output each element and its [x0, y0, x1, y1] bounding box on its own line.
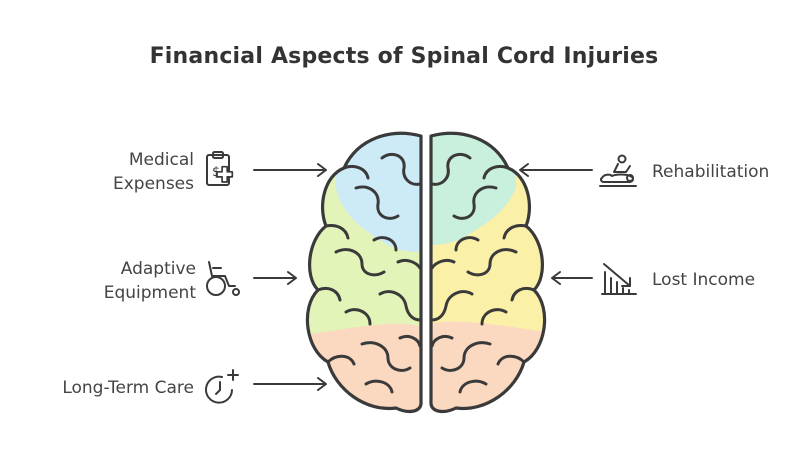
- label-long-term-care-line1: Long-Term Care: [62, 378, 194, 398]
- declining-bar-chart-icon: [601, 263, 637, 295]
- left-hemisphere-regions: [307, 133, 422, 412]
- right-hemisphere-folds: [430, 152, 536, 394]
- arrow-lost-income: [551, 271, 593, 285]
- arrow-rehabilitation: [519, 163, 593, 177]
- label-medical-expenses: Medical Expenses: [96, 148, 194, 196]
- label-rehabilitation: Rehabilitation: [652, 162, 770, 182]
- right-hemisphere-regions: [431, 133, 545, 412]
- label-medical-expenses-line1: Medical: [128, 150, 194, 170]
- medical-bill-icon: $: [206, 151, 234, 186]
- label-adaptive-equipment-line1: Adaptive: [120, 259, 196, 279]
- label-adaptive-equipment: Adaptive Equipment: [90, 257, 196, 305]
- label-long-term-care: Long-Term Care: [30, 376, 194, 400]
- therapy-massage-icon: [599, 154, 637, 187]
- left-hemisphere-folds: [316, 152, 422, 394]
- label-lost-income: Lost Income: [652, 270, 756, 290]
- svg-text:$: $: [212, 165, 220, 180]
- wheelchair-icon: [206, 261, 240, 296]
- clock-plus-icon: [205, 369, 239, 404]
- arrow-long-term-care: [253, 377, 327, 391]
- brain-illustration: [305, 131, 547, 414]
- diagram-title: Financial Aspects of Spinal Cord Injurie…: [149, 44, 659, 69]
- label-adaptive-equipment-line2: Equipment: [103, 283, 196, 303]
- arrow-adaptive-equipment: [253, 271, 297, 285]
- label-medical-expenses-line2: Expenses: [113, 174, 194, 194]
- arrow-medical-expenses: [253, 163, 327, 177]
